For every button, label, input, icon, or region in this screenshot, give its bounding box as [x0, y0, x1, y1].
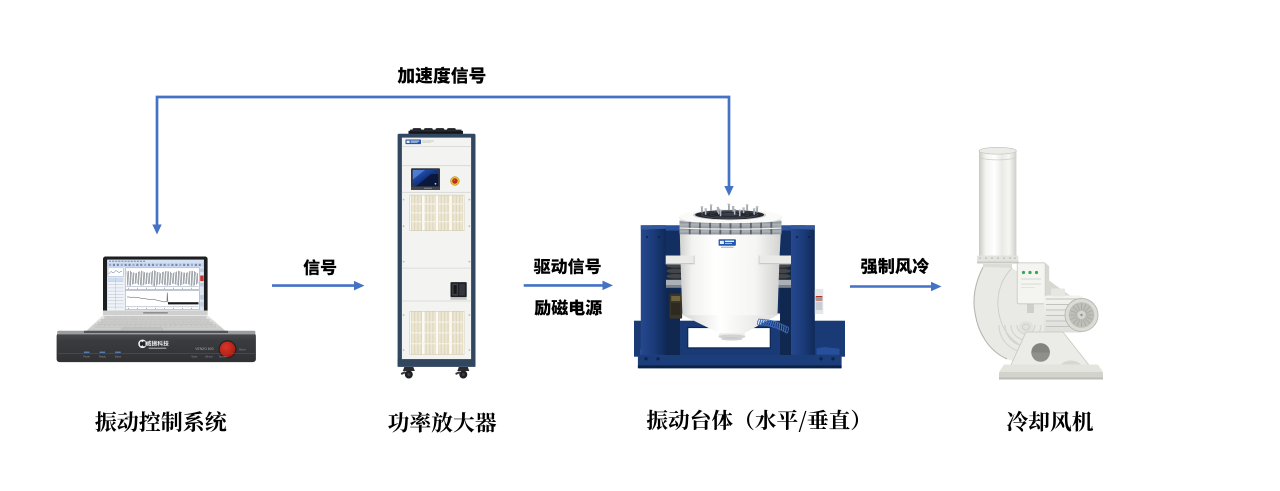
- svg-text:Status: Status: [115, 355, 122, 358]
- svg-text:VENZO 600: VENZO 600: [195, 347, 213, 351]
- svg-text:Power: Power: [83, 355, 90, 358]
- svg-text:Speaker: Speaker: [219, 355, 228, 358]
- svg-text:Reset: Reset: [239, 349, 246, 352]
- svg-text:Volume: Volume: [205, 356, 213, 358]
- svg-text:Ready: Ready: [99, 356, 106, 358]
- svg-text:Mode: Mode: [192, 356, 198, 358]
